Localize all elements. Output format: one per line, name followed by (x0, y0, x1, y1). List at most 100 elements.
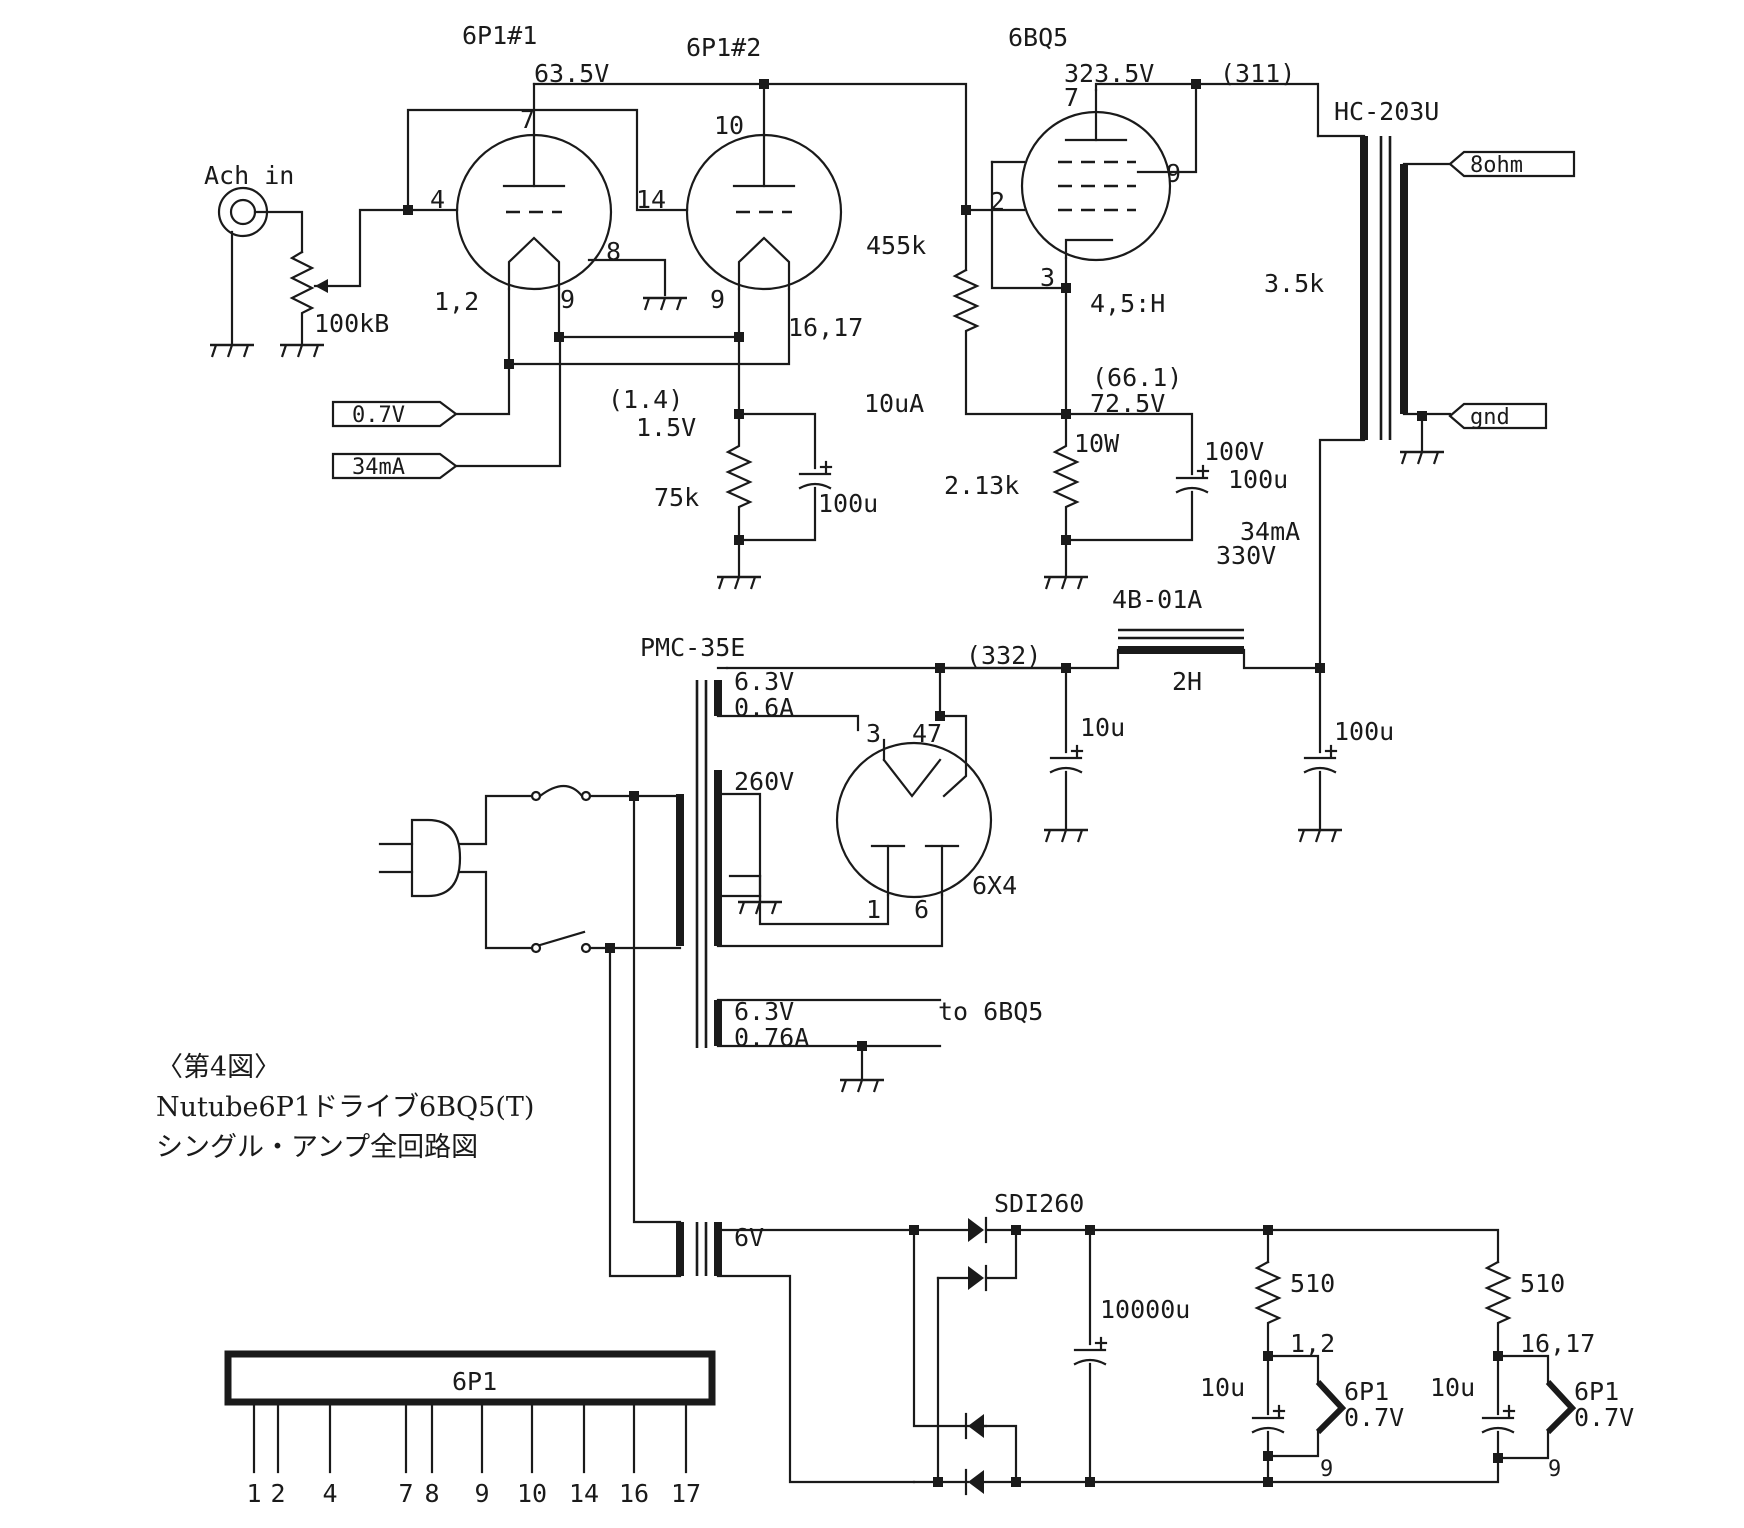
capacitor-10000u (1073, 1336, 1108, 1366)
label-fil-b-name: 6P1 (1574, 1377, 1619, 1406)
label-in-34ma: 34mA (352, 455, 405, 480)
label-fil-a-9: 9 (1320, 1457, 1333, 1482)
label-10u-psu: 10u (1080, 713, 1125, 742)
label-10ua: 10uA (864, 389, 924, 418)
ground-symbol (278, 343, 326, 359)
label-8ohm: 8ohm (1470, 153, 1523, 178)
label-6bq5: 6BQ5 (1008, 23, 1068, 52)
ground-symbol (1042, 575, 1090, 591)
resistor-455k (952, 268, 1068, 416)
label-10000u: 10000u (1100, 1295, 1190, 1324)
pin-10: 10 (714, 111, 744, 140)
tube-6p1-2 (685, 133, 843, 291)
ground-symbol (1296, 828, 1344, 844)
ground-symbol (1042, 828, 1090, 844)
tube-6bq5 (1020, 88, 1172, 262)
pinout-number: 9 (474, 1479, 489, 1508)
pin-9-6bq5: 9 (1166, 159, 1181, 188)
pin-47-6x4: 47 (912, 719, 942, 748)
label-311: (311) (1220, 59, 1295, 88)
label-0-6a: 0.6A (734, 693, 794, 722)
pinout-number: 2 (270, 1479, 285, 1508)
power-switch (530, 930, 592, 954)
label-fil-b-v: 0.7V (1574, 1403, 1634, 1432)
pinout-number: 10 (517, 1479, 547, 1508)
label-fil-b-9: 9 (1548, 1457, 1561, 1482)
pin-4: 4 (430, 185, 445, 214)
filament-6p1-a (1315, 1379, 1347, 1435)
label-1-5v: 1.5V (636, 413, 696, 442)
capacitor-100u-psu (1303, 744, 1338, 774)
label-10u-fil-b: 10u (1430, 1373, 1475, 1402)
pinout-name: 6P1 (452, 1367, 497, 1396)
ground-symbol (208, 343, 256, 359)
ground-symbol (1398, 450, 1446, 466)
label-sdi260: SDI260 (994, 1189, 1084, 1218)
pin-2-6bq5: 2 (990, 187, 1005, 216)
label-10w: 10W (1074, 429, 1120, 458)
label-6v: 6V (734, 1223, 764, 1252)
caption-line-3: シングル・アンプ全回路図 (156, 1132, 478, 1163)
label-3-5k: 3.5k (1264, 269, 1324, 298)
input-34ma-tag (331, 452, 458, 480)
power-transformer (676, 680, 722, 1276)
ground-symbol (838, 1078, 886, 1094)
resistor-2-13k (1052, 412, 1080, 542)
pinout-number: 7 (398, 1479, 413, 1508)
pin-9-t1: 9 (560, 285, 575, 314)
output-transformer (1360, 136, 1408, 440)
label-4b-01a: 4B-01A (1112, 585, 1202, 614)
label-hc-203u: HC-203U (1334, 97, 1439, 126)
label-100kb: 100kB (314, 309, 389, 338)
capacitor-10u-fil-a (1251, 1404, 1286, 1434)
input-07v-tag (331, 400, 458, 428)
pin-8: 8 (606, 237, 621, 266)
volume-pot (289, 250, 315, 347)
label-gnd: gnd (1470, 405, 1510, 430)
label-to-6bq5: to 6BQ5 (938, 997, 1043, 1026)
pin-7-6bq5: 7 (1064, 83, 1079, 112)
label-34ma: 34mA (1240, 517, 1300, 546)
pin-3-6x4: 3 (866, 719, 881, 748)
ac-plug (378, 818, 462, 898)
label-in-07v: 0.7V (352, 403, 405, 428)
label-fil-b-pins: 16,17 (1520, 1329, 1595, 1358)
label-2-13k: 2.13k (944, 471, 1019, 500)
pinout-number: 1 (246, 1479, 261, 1508)
label-fil-a-v: 0.7V (1344, 1403, 1404, 1432)
pin-1-6x4: 1 (866, 895, 881, 924)
label-6p1-1: 6P1#1 (462, 21, 537, 50)
label-260v: 260V (734, 767, 794, 796)
label-72-5v: 72.5V (1090, 389, 1165, 418)
pin-14: 14 (636, 185, 666, 214)
capacitor-100u-6bq5 (1175, 464, 1210, 494)
filament-6p1-b (1545, 1379, 1577, 1435)
label-1-4: (1.4) (608, 385, 683, 414)
label-75k: 75k (654, 483, 699, 512)
resistor-510-a (1254, 1260, 1282, 1358)
pin-3-6bq5: 3 (1040, 263, 1055, 292)
pin-16-17: 16,17 (788, 313, 863, 342)
label-455k: 455k (866, 231, 926, 260)
pin-6-6x4: 6 (914, 895, 929, 924)
label-6p1-2: 6P1#2 (686, 33, 761, 62)
pinout-number: 14 (569, 1479, 599, 1508)
capacitor-10u-psu (1049, 744, 1084, 774)
label-2h: 2H (1172, 667, 1202, 696)
ground-symbol (641, 296, 689, 312)
resistor-75k (725, 412, 753, 542)
label-323-5v: 323.5V (1064, 59, 1154, 88)
tube-6p1-1 (455, 133, 613, 291)
label-332: (332) (966, 641, 1041, 670)
caption-line-1: 〈第4図〉 (156, 1052, 281, 1083)
label-100u-cathode: 100u (818, 489, 878, 518)
pin-1-2: 1,2 (434, 287, 479, 316)
label-ach-in: Ach in (204, 161, 294, 190)
ground-symbol (715, 575, 763, 591)
pin-9-t2: 9 (710, 285, 725, 314)
pinout-number: 4 (322, 1479, 337, 1508)
capacitor-10u-fil-b (1481, 1404, 1516, 1434)
bridge-rectifier (964, 1216, 988, 1496)
